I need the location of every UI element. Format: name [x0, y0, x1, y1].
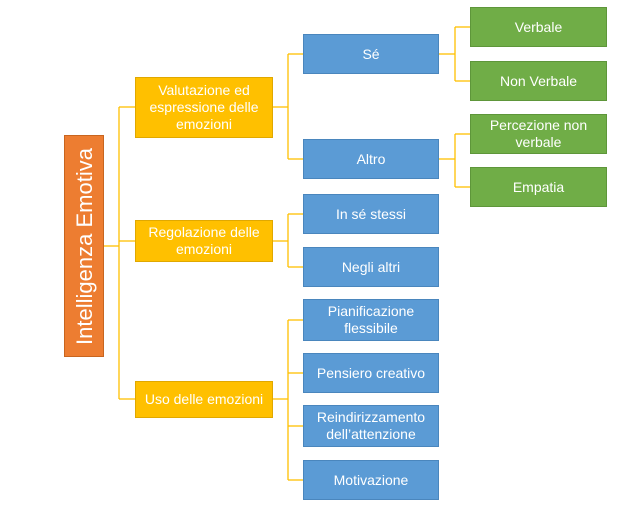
- branch-valutazione: Valutazione ed espressione delle emozion…: [135, 77, 273, 138]
- node-label: Sé: [362, 45, 380, 62]
- node-label: Pianificazione flessibile: [327, 303, 415, 336]
- node-label: Altro: [356, 150, 386, 167]
- node-verbale: Verbale: [470, 7, 607, 47]
- branch-regolazione: Regolazione delle emozioni: [135, 220, 273, 262]
- node-motivazione: Motivazione: [303, 460, 439, 500]
- node-pianificazione-flessibile: Pianificazione flessibile: [303, 299, 439, 341]
- node-percezione-non-verbale: Percezione non verbale: [470, 114, 607, 154]
- node-pensiero-creativo: Pensiero creativo: [303, 353, 439, 393]
- branch-label: Uso delle emozioni: [144, 391, 264, 407]
- node-label: Empatia: [512, 178, 565, 195]
- node-negli-altri: Negli altri: [303, 247, 439, 287]
- node-label: Reindirizzamento dell’attenzione: [316, 409, 426, 442]
- node-label: In sé stessi: [335, 205, 407, 222]
- node-in-se-stessi: In sé stessi: [303, 194, 439, 234]
- node-label: Motivazione: [333, 471, 409, 488]
- branch-label: Valutazione ed espressione delle emozion…: [149, 82, 259, 132]
- node-non-verbale: Non Verbale: [470, 61, 607, 101]
- branch-uso: Uso delle emozioni: [135, 381, 273, 418]
- node-label: Percezione non verbale: [489, 117, 588, 150]
- node-label: Verbale: [514, 18, 563, 35]
- node-label: Negli altri: [341, 258, 401, 275]
- root-node: Intelligenza Emotiva: [64, 135, 104, 357]
- node-se: Sé: [303, 34, 439, 74]
- branch-label: Regolazione delle emozioni: [148, 224, 260, 257]
- node-label: Pensiero creativo: [316, 364, 426, 381]
- node-empatia: Empatia: [470, 167, 607, 207]
- node-altro: Altro: [303, 139, 439, 179]
- root-label: Intelligenza Emotiva: [71, 147, 97, 345]
- node-label: Non Verbale: [499, 72, 578, 89]
- node-reindirizzamento: Reindirizzamento dell’attenzione: [303, 405, 439, 447]
